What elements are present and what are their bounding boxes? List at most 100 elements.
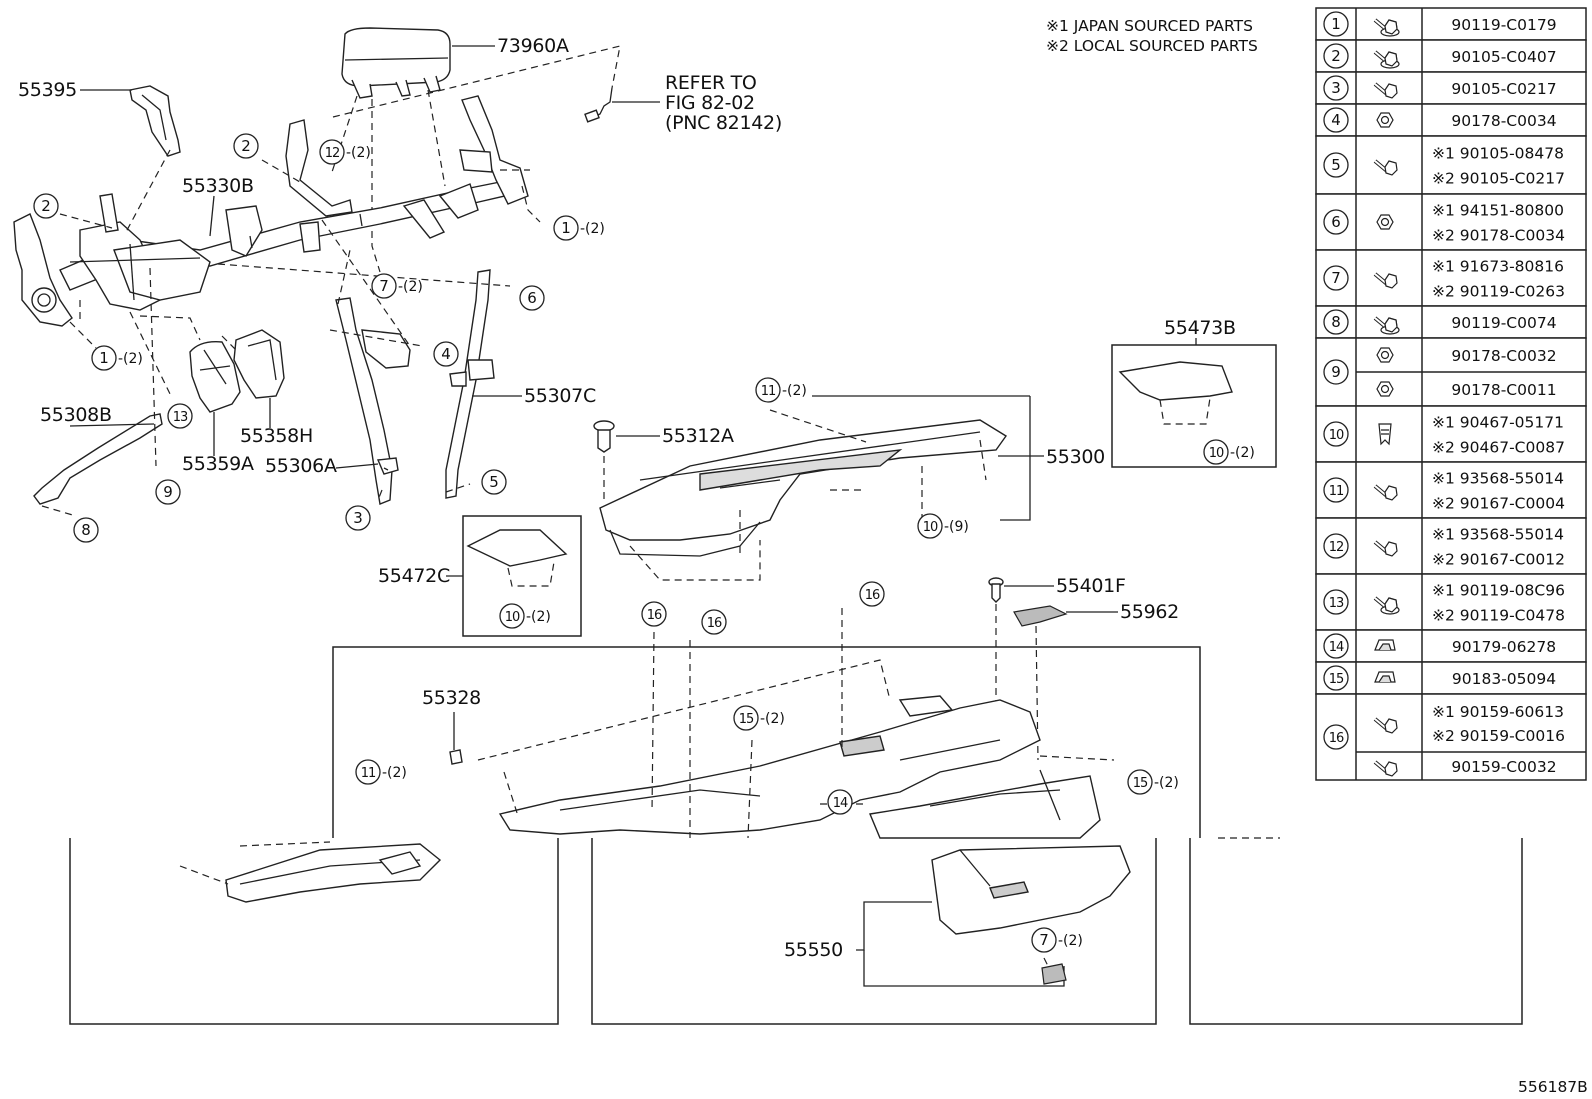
lower-left-bracket[interactable] bbox=[225, 843, 442, 903]
marker-number: 11 bbox=[761, 384, 776, 399]
callout-55307C[interactable]: 55307C bbox=[524, 385, 596, 407]
bolt-icon bbox=[1373, 159, 1398, 176]
clip-55312A[interactable] bbox=[593, 420, 615, 453]
marker-number: 10 bbox=[923, 520, 938, 535]
row-number-circle bbox=[1323, 665, 1349, 691]
clip-55401F[interactable] bbox=[988, 577, 1004, 603]
part-number: ※1 90159-60613 bbox=[1432, 703, 1564, 721]
callout-55306A[interactable]: 55306A bbox=[265, 455, 337, 477]
glove-box-latch[interactable] bbox=[1041, 963, 1067, 985]
parts-table-row[interactable]: 6※1 94151-80800※2 90178-C0034 bbox=[1315, 193, 1587, 251]
callout-marker-m16a[interactable]: 16 bbox=[641, 601, 667, 627]
lower-instrument-panel[interactable] bbox=[498, 695, 1101, 839]
duct-55359A[interactable] bbox=[189, 341, 241, 413]
part-number: ※2 90167-C0004 bbox=[1432, 495, 1565, 513]
callout-55308B[interactable]: 55308B bbox=[40, 404, 112, 426]
callout-marker-m4[interactable]: 4 bbox=[433, 341, 459, 367]
callout-55330B[interactable]: 55330B bbox=[182, 175, 254, 197]
marker-number: 10 bbox=[1209, 446, 1224, 461]
row-number: 4 bbox=[1331, 111, 1341, 129]
callout-55312A[interactable]: 55312A bbox=[662, 425, 734, 447]
callout-55359A[interactable]: 55359A bbox=[182, 453, 254, 475]
marker-quantity: -(2) bbox=[346, 145, 371, 161]
cover-55473B[interactable] bbox=[1118, 361, 1233, 401]
brace-55306A[interactable] bbox=[335, 297, 411, 505]
callout-marker-m10l[interactable]: 10-(2) bbox=[499, 603, 551, 629]
marker-circle bbox=[917, 513, 943, 539]
callout-marker-m3[interactable]: 3 bbox=[345, 505, 371, 531]
callout-marker-m10r[interactable]: 10-(2) bbox=[1203, 439, 1255, 465]
callout-73960A[interactable]: 73960A bbox=[497, 35, 569, 57]
parts-table-row[interactable]: 10※1 90467-05171※2 90467-C0087 bbox=[1315, 405, 1587, 463]
cover-55472C[interactable] bbox=[466, 529, 568, 567]
clip-55328[interactable] bbox=[449, 749, 463, 765]
callout-55472C[interactable]: 55472C bbox=[378, 565, 450, 587]
callout-55395[interactable]: 55395 bbox=[18, 79, 77, 101]
callout-marker-m8[interactable]: 8 bbox=[73, 517, 99, 543]
lower-assembly-frame bbox=[332, 646, 1201, 838]
parts-table-row[interactable]: 12※1 93568-55014※2 90167-C0012 bbox=[1315, 517, 1587, 575]
instrument-panel-reinforcement[interactable] bbox=[13, 95, 529, 327]
callout-55962[interactable]: 55962 bbox=[1120, 601, 1179, 623]
callout-55401F[interactable]: 55401F bbox=[1056, 575, 1126, 597]
parts-table-row[interactable]: 13※1 90119-08C96※2 90119-C0478 bbox=[1315, 573, 1587, 631]
refer-note[interactable]: REFER TO FIG 82-02 (PNC 82142) bbox=[665, 72, 782, 134]
parts-table-row[interactable]: 11※1 93568-55014※2 90167-C0004 bbox=[1315, 461, 1587, 519]
callout-marker-m13[interactable]: 13 bbox=[167, 403, 193, 429]
brace-55307C[interactable] bbox=[445, 269, 495, 499]
callout-marker-m6[interactable]: 6 bbox=[519, 285, 545, 311]
glove-box-55550[interactable] bbox=[931, 845, 1131, 935]
callout-marker-m1right[interactable]: 1-(2) bbox=[553, 215, 605, 241]
callout-marker-m2b[interactable]: 2 bbox=[33, 193, 59, 219]
callout-marker-m1left[interactable]: 1-(2) bbox=[91, 345, 143, 371]
parts-table-row[interactable]: 16※1 90159-60613※2 90159-C001690159-C003… bbox=[1315, 693, 1587, 781]
callout-marker-m14[interactable]: 14 bbox=[827, 789, 853, 815]
callout-marker-m11low[interactable]: 11-(2) bbox=[355, 759, 407, 785]
callout-marker-m15a[interactable]: 15-(2) bbox=[733, 705, 785, 731]
callout-55550[interactable]: 55550 bbox=[784, 939, 843, 961]
callout-55328[interactable]: 55328 bbox=[422, 687, 481, 709]
part-number: 90105-C0407 bbox=[1451, 48, 1556, 66]
marker-number: 16 bbox=[865, 588, 880, 603]
part-number: 90178-C0032 bbox=[1451, 347, 1556, 365]
pad-55962[interactable] bbox=[1013, 605, 1068, 627]
row-number-circle bbox=[1323, 152, 1349, 178]
bracket-55395[interactable] bbox=[129, 85, 181, 157]
callout-marker-m16c[interactable]: 16 bbox=[859, 581, 885, 607]
screw-icon bbox=[1373, 760, 1398, 777]
callout-marker-m5[interactable]: 5 bbox=[481, 469, 507, 495]
callout-marker-m16b[interactable]: 16 bbox=[701, 609, 727, 635]
callout-marker-m12top[interactable]: 12-(2) bbox=[319, 139, 371, 165]
callout-marker-m2a[interactable]: 2 bbox=[233, 133, 259, 159]
instrument-panel-55300[interactable] bbox=[599, 419, 1008, 557]
callout-marker-m7mid[interactable]: 7-(2) bbox=[371, 273, 423, 299]
callout-55358H[interactable]: 55358H bbox=[240, 425, 313, 447]
marker-number: 4 bbox=[441, 345, 451, 363]
passenger-airbag-part[interactable] bbox=[341, 27, 451, 99]
row-number-circle bbox=[1323, 359, 1349, 385]
duct-55358H[interactable] bbox=[233, 329, 285, 399]
part-number: ※1 90105-08478 bbox=[1432, 145, 1564, 163]
refer-line-1: REFER TO bbox=[665, 72, 757, 94]
brace-55308B[interactable] bbox=[33, 413, 163, 505]
parts-table-row[interactable]: 5※1 90105-08478※2 90105-C0217 bbox=[1315, 135, 1587, 195]
callout-55473B[interactable]: 55473B bbox=[1164, 317, 1236, 339]
callout-55300[interactable]: 55300 bbox=[1046, 446, 1105, 468]
parts-table-row[interactable]: 7※1 91673-80816※2 90119-C0263 bbox=[1315, 249, 1587, 307]
callout-marker-m10main[interactable]: 10-(9) bbox=[917, 513, 969, 539]
callout-marker-m11top[interactable]: 11-(2) bbox=[755, 377, 807, 403]
callout-marker-m9[interactable]: 9 bbox=[155, 479, 181, 505]
row-number: 5 bbox=[1331, 156, 1341, 174]
callout-marker-m7low[interactable]: 7-(2) bbox=[1031, 927, 1083, 953]
callout-marker-m15b[interactable]: 15-(2) bbox=[1127, 769, 1179, 795]
